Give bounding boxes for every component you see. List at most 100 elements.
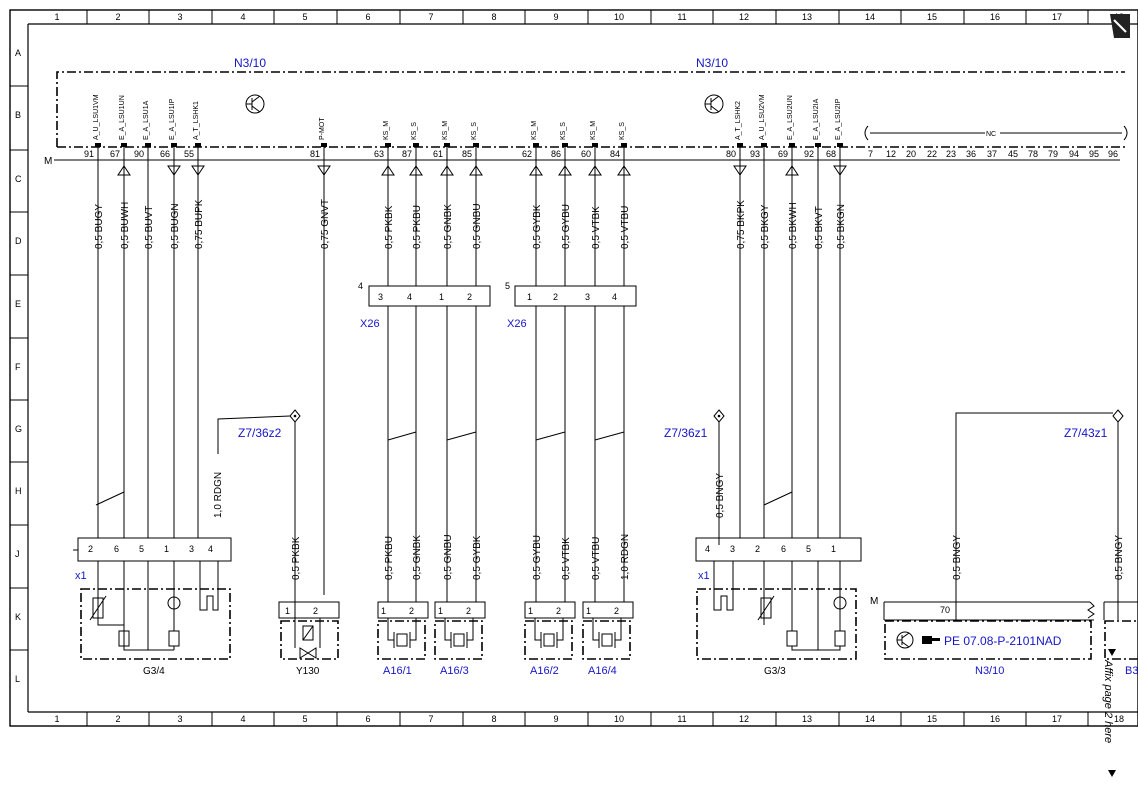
x26-connector-left: 4 3 4 1 2 bbox=[358, 281, 491, 307]
pin-signal-name: KS_M bbox=[383, 121, 390, 140]
wire-color-label: 0,5 PKBU bbox=[412, 205, 423, 249]
x26-left-pin: 4 bbox=[407, 292, 412, 302]
nc-pin-number: 79 bbox=[1048, 149, 1058, 159]
wire-color-label: 0,5 BNGY bbox=[952, 535, 963, 580]
grid-column-label: 2 bbox=[115, 714, 120, 724]
nc-pin-number: 94 bbox=[1069, 149, 1079, 159]
signal-input-arrow-icon bbox=[117, 165, 131, 176]
pin-number: 55 bbox=[184, 149, 194, 159]
grid-column-label: 17 bbox=[1052, 12, 1062, 22]
grid-column-label: 1 bbox=[54, 714, 59, 724]
x26-right-pin: 4 bbox=[612, 292, 617, 302]
wire-color-label: 0,5 BKVT bbox=[814, 206, 825, 249]
wire-color-label: 0,5 VTBK bbox=[591, 206, 602, 249]
wire-color-label: 0,5 BKGY bbox=[760, 204, 771, 249]
pin-terminal bbox=[737, 143, 743, 147]
nc-pin-number: 23 bbox=[946, 149, 956, 159]
wire-color-label: 0,75 GNVT bbox=[320, 199, 331, 249]
wire-color-label: 0,5 GYBU bbox=[561, 204, 572, 249]
wire-color-label: 0,75 BKPK bbox=[736, 200, 747, 249]
sensor-pin: 2 bbox=[614, 606, 619, 616]
pin-signal-name: KS_M bbox=[590, 121, 597, 140]
pin-signal-name: KS_S bbox=[560, 122, 567, 140]
g33-pin: 2 bbox=[755, 544, 760, 554]
nc-pin-number: 78 bbox=[1028, 149, 1038, 159]
grid-column-label: 10 bbox=[614, 12, 624, 22]
grid-row-label: L bbox=[15, 674, 20, 684]
wire-color-label: 1,0 RDGN bbox=[213, 472, 224, 518]
wire-color-label: 0,75 BUPK bbox=[194, 199, 205, 249]
pin-signal-name: KS_S bbox=[411, 122, 418, 140]
signal-output-arrow-icon bbox=[733, 165, 747, 176]
pin-number: 86 bbox=[551, 149, 561, 159]
wire-color-label: 0,5 BNGY bbox=[1114, 535, 1125, 580]
wire-color-label: 0,5 VTBU bbox=[591, 537, 602, 580]
wire-color-label: 0,5 BUVT bbox=[144, 206, 155, 249]
g33-pin: 5 bbox=[806, 544, 811, 554]
sensor-lead bbox=[410, 618, 417, 641]
x26-left-pin: 1 bbox=[439, 292, 444, 302]
wire-color-label: 0,5 VTBU bbox=[620, 206, 631, 249]
wire-color-label: 0,5 GYBK bbox=[472, 535, 483, 580]
x26-connector-right: 5 1 2 3 4 bbox=[505, 281, 637, 307]
nc-pin-number: 95 bbox=[1089, 149, 1099, 159]
signal-output-arrow-icon bbox=[833, 165, 847, 176]
n310-reference-link[interactable]: PE 07.08-P-2101NAD bbox=[944, 634, 1062, 648]
shield-point-mid bbox=[713, 409, 725, 545]
pin-terminal bbox=[145, 143, 151, 147]
grid-column-label: 5 bbox=[302, 12, 307, 22]
pin-signal-name: KS_M bbox=[531, 121, 538, 140]
g34-pin: 2 bbox=[88, 544, 93, 554]
shield-point-right bbox=[955, 409, 1124, 620]
piezo-element-icon bbox=[453, 633, 465, 647]
sensor-pin: 2 bbox=[409, 606, 414, 616]
grid-column-label: 8 bbox=[491, 12, 496, 22]
x26-right-pin: 3 bbox=[585, 292, 590, 302]
sensor-housing bbox=[377, 620, 426, 660]
transistor-icon bbox=[896, 631, 914, 649]
pin-terminal bbox=[837, 143, 843, 147]
grid-row-label: C bbox=[15, 174, 22, 184]
signal-output-arrow-icon bbox=[191, 165, 205, 176]
pin-signal-name: KS_M bbox=[442, 121, 449, 140]
grid-column-label: 18 bbox=[1114, 714, 1124, 724]
pin-signal-name: E_A_LSU2UN bbox=[787, 95, 794, 140]
g34-pin: 6 bbox=[114, 544, 119, 554]
wire-color-label: 0,5 GNBU bbox=[472, 203, 483, 249]
grid-column-label: 2 bbox=[115, 12, 120, 22]
g34-plug-label: x1 bbox=[75, 570, 87, 582]
pin-number: 84 bbox=[610, 149, 620, 159]
pin-signal-name: E_A_LSU1A bbox=[143, 100, 150, 140]
grid-row-label: J bbox=[15, 549, 20, 559]
grid-column-label: 16 bbox=[990, 12, 1000, 22]
pin-number: 69 bbox=[778, 149, 788, 159]
grid-column-label: 10 bbox=[614, 714, 624, 724]
pin-number: 87 bbox=[402, 149, 412, 159]
sensor-housing bbox=[434, 620, 483, 660]
shield-label-right: Z7/43z1 bbox=[1064, 426, 1108, 440]
pin-signal-name: E_A_LSU2IA bbox=[813, 98, 820, 140]
signal-output-arrow-icon bbox=[317, 165, 331, 176]
x26-left-label: X26 bbox=[360, 318, 380, 330]
wire-color-label: 0,5 GNBK bbox=[443, 204, 454, 249]
margin-note-arrow-icon bbox=[1108, 770, 1116, 777]
sensor-lead bbox=[534, 618, 541, 641]
g33-label: G3/3 bbox=[764, 666, 786, 677]
shield-point-left bbox=[217, 409, 301, 620]
pin-signal-name: E_A_LSU1UN bbox=[119, 95, 126, 140]
pin-signal-name: E_A_LSU2IP bbox=[835, 98, 842, 140]
signal-input-arrow-icon bbox=[617, 165, 631, 176]
margin-note-arrow-icon bbox=[1108, 649, 1116, 656]
wire-color-label: 0,5 GYBU bbox=[532, 535, 543, 580]
pin-number: 80 bbox=[726, 149, 736, 159]
g34-pin: 4 bbox=[208, 544, 213, 554]
